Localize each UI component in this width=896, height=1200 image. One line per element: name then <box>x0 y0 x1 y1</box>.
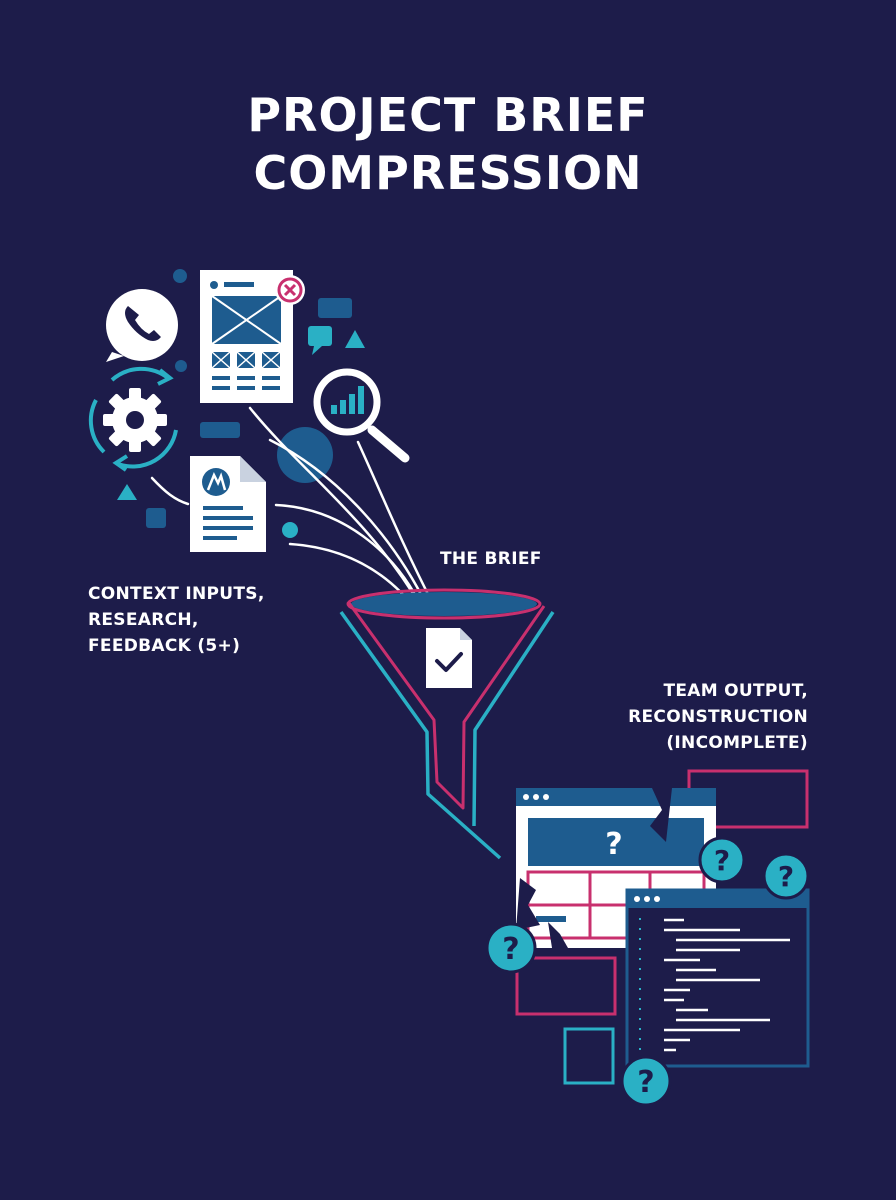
title-line-2: COMPRESSION <box>253 146 643 200</box>
whatsapp-icon <box>106 289 178 362</box>
brief-label-text: THE BRIEF <box>440 549 542 569</box>
question-mark: ? <box>637 1065 654 1100</box>
question-mark: ? <box>714 844 730 877</box>
checked-document-icon <box>426 628 472 688</box>
triangle-icon <box>117 484 137 500</box>
output-label-line: TEAM OUTPUT, <box>663 681 808 701</box>
question-mark: ? <box>605 827 622 862</box>
question-badge-icon <box>485 836 810 1107</box>
inputs-label-line: FEEDBACK (5+) <box>88 636 241 656</box>
gear-sync-icon <box>88 366 178 472</box>
funnel-icon <box>339 588 555 860</box>
inputs-label-line: CONTEXT INPUTS, <box>88 584 265 604</box>
output-label-line: RECONSTRUCTION <box>628 707 808 727</box>
question-mark: ? <box>778 860 794 893</box>
triangle-icon <box>345 330 365 348</box>
output-label-line: (INCOMPLETE) <box>666 733 808 753</box>
search-chart-icon <box>313 368 410 463</box>
code-window-icon <box>625 888 810 1068</box>
question-mark: ? <box>502 932 519 967</box>
fragment-boxes <box>515 769 809 1085</box>
output-label: TEAM OUTPUT, RECONSTRUCTION (INCOMPLETE) <box>628 678 808 756</box>
inputs-label-line: RESEARCH, <box>88 610 199 630</box>
decorative-dots <box>146 269 352 538</box>
inputs-label: CONTEXT INPUTS, RESEARCH, FEEDBACK (5+) <box>88 581 265 659</box>
close-icon <box>275 275 305 305</box>
page-title: PROJECT BRIEF COMPRESSION <box>0 86 896 202</box>
brief-label: THE BRIEF <box>440 546 542 572</box>
logo-document-icon <box>190 456 266 552</box>
chat-bubble-icon <box>308 326 332 355</box>
title-line-1: PROJECT BRIEF <box>247 88 649 142</box>
